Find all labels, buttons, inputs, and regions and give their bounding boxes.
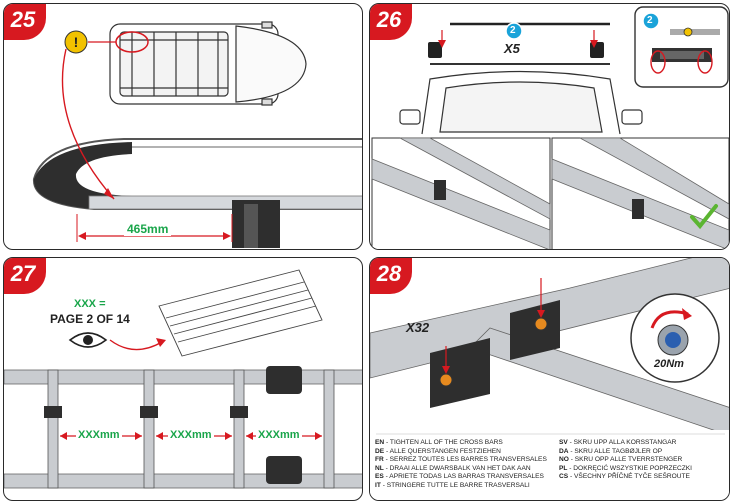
instruction-text: - DOKRĘCIĆ WSZYSTKIE POPRZECZKI <box>567 464 692 472</box>
step-number-badge: 26 <box>370 4 412 40</box>
info-badge-icon <box>505 22 523 40</box>
roof-rail <box>32 138 362 248</box>
step-25-panel: ! 25 465mm <box>3 3 363 250</box>
instruction-text: - VŠECHNY PŘÍČNÉ TYČE SEŠROUTE <box>568 473 690 481</box>
reference-code-label: XXX = <box>74 298 106 310</box>
language-code: ES <box>375 473 384 481</box>
language-code: DA <box>559 447 569 455</box>
instruction-legend: EN - TIGHTEN ALL OF THE CROSS BARS DE - … <box>375 439 729 499</box>
crossbar-assembly <box>370 258 729 436</box>
legend-row: EN - TIGHTEN ALL OF THE CROSS BARS <box>375 439 547 448</box>
torque-label: 20Nm <box>654 358 684 370</box>
step-27-illustration <box>4 269 362 489</box>
legend-row: SV - SKRU UPP ALLA KORSSTANGAR <box>559 439 692 448</box>
language-code: FR <box>375 456 384 464</box>
torque-inset <box>630 293 720 383</box>
language-code: EN <box>375 439 385 446</box>
quantity-label: X5 <box>504 41 520 56</box>
legend-row: NO - SKRU OPP ALLE TVERRSTENGER <box>559 456 692 465</box>
page-reference-label: PAGE 2 OF 14 <box>50 312 130 326</box>
badge-number: 2 <box>510 25 516 36</box>
language-code: IT <box>375 481 381 489</box>
step-26-panel: 26 X5 2 2 <box>369 3 730 250</box>
instruction-text: - APRIETE TODAS LAS BARRAS TRANSVERSALES <box>383 473 544 481</box>
legend-row: NL - DRAAI ALLE DWARSBALK VAN HET DAK AA… <box>375 465 547 474</box>
roof-frame <box>4 366 362 489</box>
warning-icon: ! <box>64 30 88 54</box>
spacing-label-2: XXXmm <box>168 429 214 441</box>
info-badge-icon-inset <box>642 12 660 30</box>
step-25-illustration: ! <box>32 21 362 248</box>
language-code: NO <box>559 456 569 464</box>
instruction-text: - DRAAI ALLE DWARSBALK VAN HET DAK AAN <box>383 464 531 472</box>
language-code: PL <box>559 464 568 472</box>
bar-detail-left <box>371 137 551 249</box>
legend-row: ES - APRIETE TODAS LAS BARRAS TRANSVERSA… <box>375 473 547 482</box>
instruction-text: - ALLE QUERSTANGEN FESTZIEHEN <box>384 447 501 455</box>
legend-right-column: SV - SKRU UPP ALLA KORSSTANGAR DA - SKRU… <box>559 439 692 482</box>
spacing-label-3: XXXmm <box>256 429 302 441</box>
instruction-text: - SKRU OPP ALLE TVERRSTENGER <box>568 456 683 464</box>
language-code: NL <box>375 464 384 472</box>
step-28-panel: 28 X32 20Nm EN - TIGHTEN ALL OF THE CROS… <box>369 257 730 501</box>
svg-text:!: ! <box>74 34 79 50</box>
eye-icon <box>68 332 108 348</box>
vehicle-rear-view <box>399 63 643 135</box>
inset-badge-number: 2 <box>647 15 653 26</box>
quantity-label: X32 <box>406 320 430 335</box>
instruction-text: - SERREZ TOUTES LES BARRES TRANSVERSALES <box>383 456 547 464</box>
spacing-label-1: XXXmm <box>76 429 122 441</box>
language-code: DE <box>375 447 385 455</box>
legend-left-column: EN - TIGHTEN ALL OF THE CROSS BARS DE - … <box>375 439 547 491</box>
language-code: SV <box>559 439 568 446</box>
measurement-label: 465mm <box>124 222 172 236</box>
step-number-badge: 28 <box>370 258 412 294</box>
step-27-panel: 27 XXX = PAGE 2 OF 14 XXXmm XXXmm XXXmm <box>3 257 363 501</box>
legend-row: PL - DOKRĘCIĆ WSZYSTKIE POPRZECZKI <box>559 465 692 474</box>
legend-row: DA - SKRU ALLE TAGBØJLER OP <box>559 448 692 457</box>
step-26-illustration <box>371 6 729 249</box>
instruction-text: - SKRU ALLE TAGBØJLER OP <box>568 447 663 455</box>
legend-row: DE - ALLE QUERSTANGEN FESTZIEHEN <box>375 448 547 457</box>
step-28-illustration <box>370 258 729 500</box>
bar-detail-right <box>551 137 729 249</box>
legend-row: FR - SERREZ TOUTES LES BARRES TRANSVERSA… <box>375 456 547 465</box>
step-number-badge: 25 <box>4 4 46 40</box>
manual-page-icon <box>158 269 323 357</box>
checkmark-icon <box>690 204 718 230</box>
bolt-icon <box>439 317 548 387</box>
step-number-badge: 27 <box>4 258 46 294</box>
instruction-text: - STRINGERE TUTTE LE BARRE TRASVERSALI <box>380 481 530 489</box>
instruction-text: - SKRU UPP ALLA KORSSTANGAR <box>567 439 677 446</box>
legend-row: CS - VŠECHNY PŘÍČNÉ TYČE SEŠROUTE <box>559 473 692 482</box>
language-code: CS <box>559 473 569 481</box>
detail-inset <box>634 6 729 88</box>
instruction-text: - TIGHTEN ALL OF THE CROSS BARS <box>384 439 503 446</box>
van-top-view <box>109 21 307 106</box>
legend-row: IT - STRINGERE TUTTE LE BARRE TRASVERSAL… <box>375 482 547 491</box>
